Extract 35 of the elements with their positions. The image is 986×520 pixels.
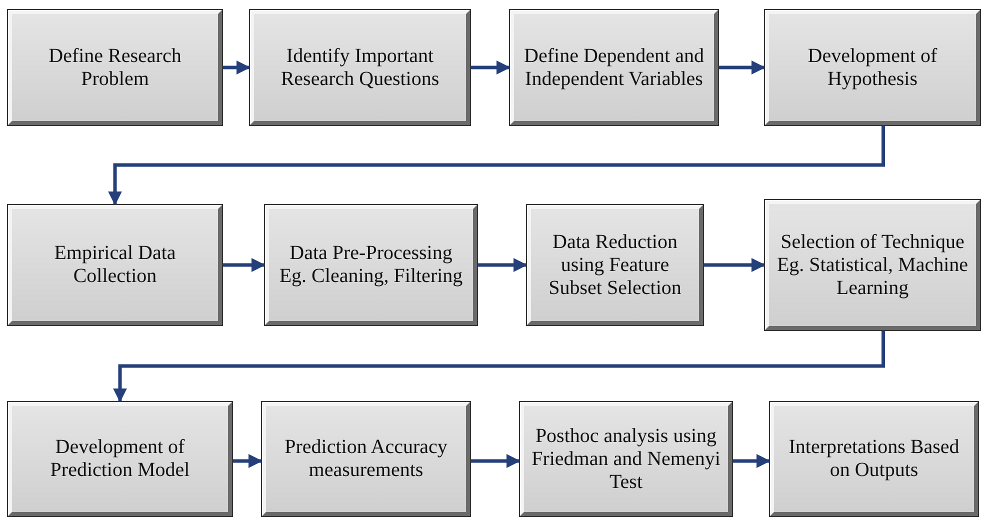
process-box <box>520 402 732 516</box>
arrow <box>113 331 885 402</box>
step-text: Data Reduction using Feature Subset Selection <box>548 230 682 300</box>
arrow <box>223 60 250 74</box>
step-text: Interpretations Based on Outputs <box>788 436 960 482</box>
process-box <box>510 10 718 125</box>
arrow <box>223 258 266 272</box>
process-box <box>8 10 222 125</box>
step-text: Empirical Data Collection <box>53 242 177 288</box>
process-box <box>250 10 470 125</box>
process-box <box>8 205 222 325</box>
step-text: Development of Hypothesis <box>806 44 938 90</box>
process-box <box>765 200 980 330</box>
arrow <box>471 60 510 74</box>
step-text: Development of Prediction Model <box>49 436 191 482</box>
step-text: Define Research Problem <box>48 44 182 90</box>
step-text: Prediction Accuracy measurements <box>284 436 448 482</box>
process-box <box>770 402 978 516</box>
arrow <box>478 258 528 272</box>
process-box <box>527 205 703 325</box>
step-text: Define Dependent and Independent Variables <box>523 44 705 90</box>
arrow <box>719 60 766 74</box>
arrow <box>471 454 520 468</box>
arrow <box>233 454 262 468</box>
arrow <box>108 126 885 206</box>
step-text: Identify Important Research Questions <box>280 44 440 90</box>
arrow <box>704 258 766 272</box>
process-box <box>765 10 980 125</box>
process-box <box>265 205 477 325</box>
step-text: Data Pre-Processing Eg. Cleaning, Filtering <box>278 242 464 288</box>
process-box <box>8 402 232 516</box>
step-text: Selection of Technique Eg. Statistical, Machine Learning <box>776 230 970 300</box>
arrow <box>733 454 770 468</box>
step-text: Posthoc analysis using Friedman and Nemenyi Test <box>530 424 722 494</box>
process-box <box>262 402 470 516</box>
